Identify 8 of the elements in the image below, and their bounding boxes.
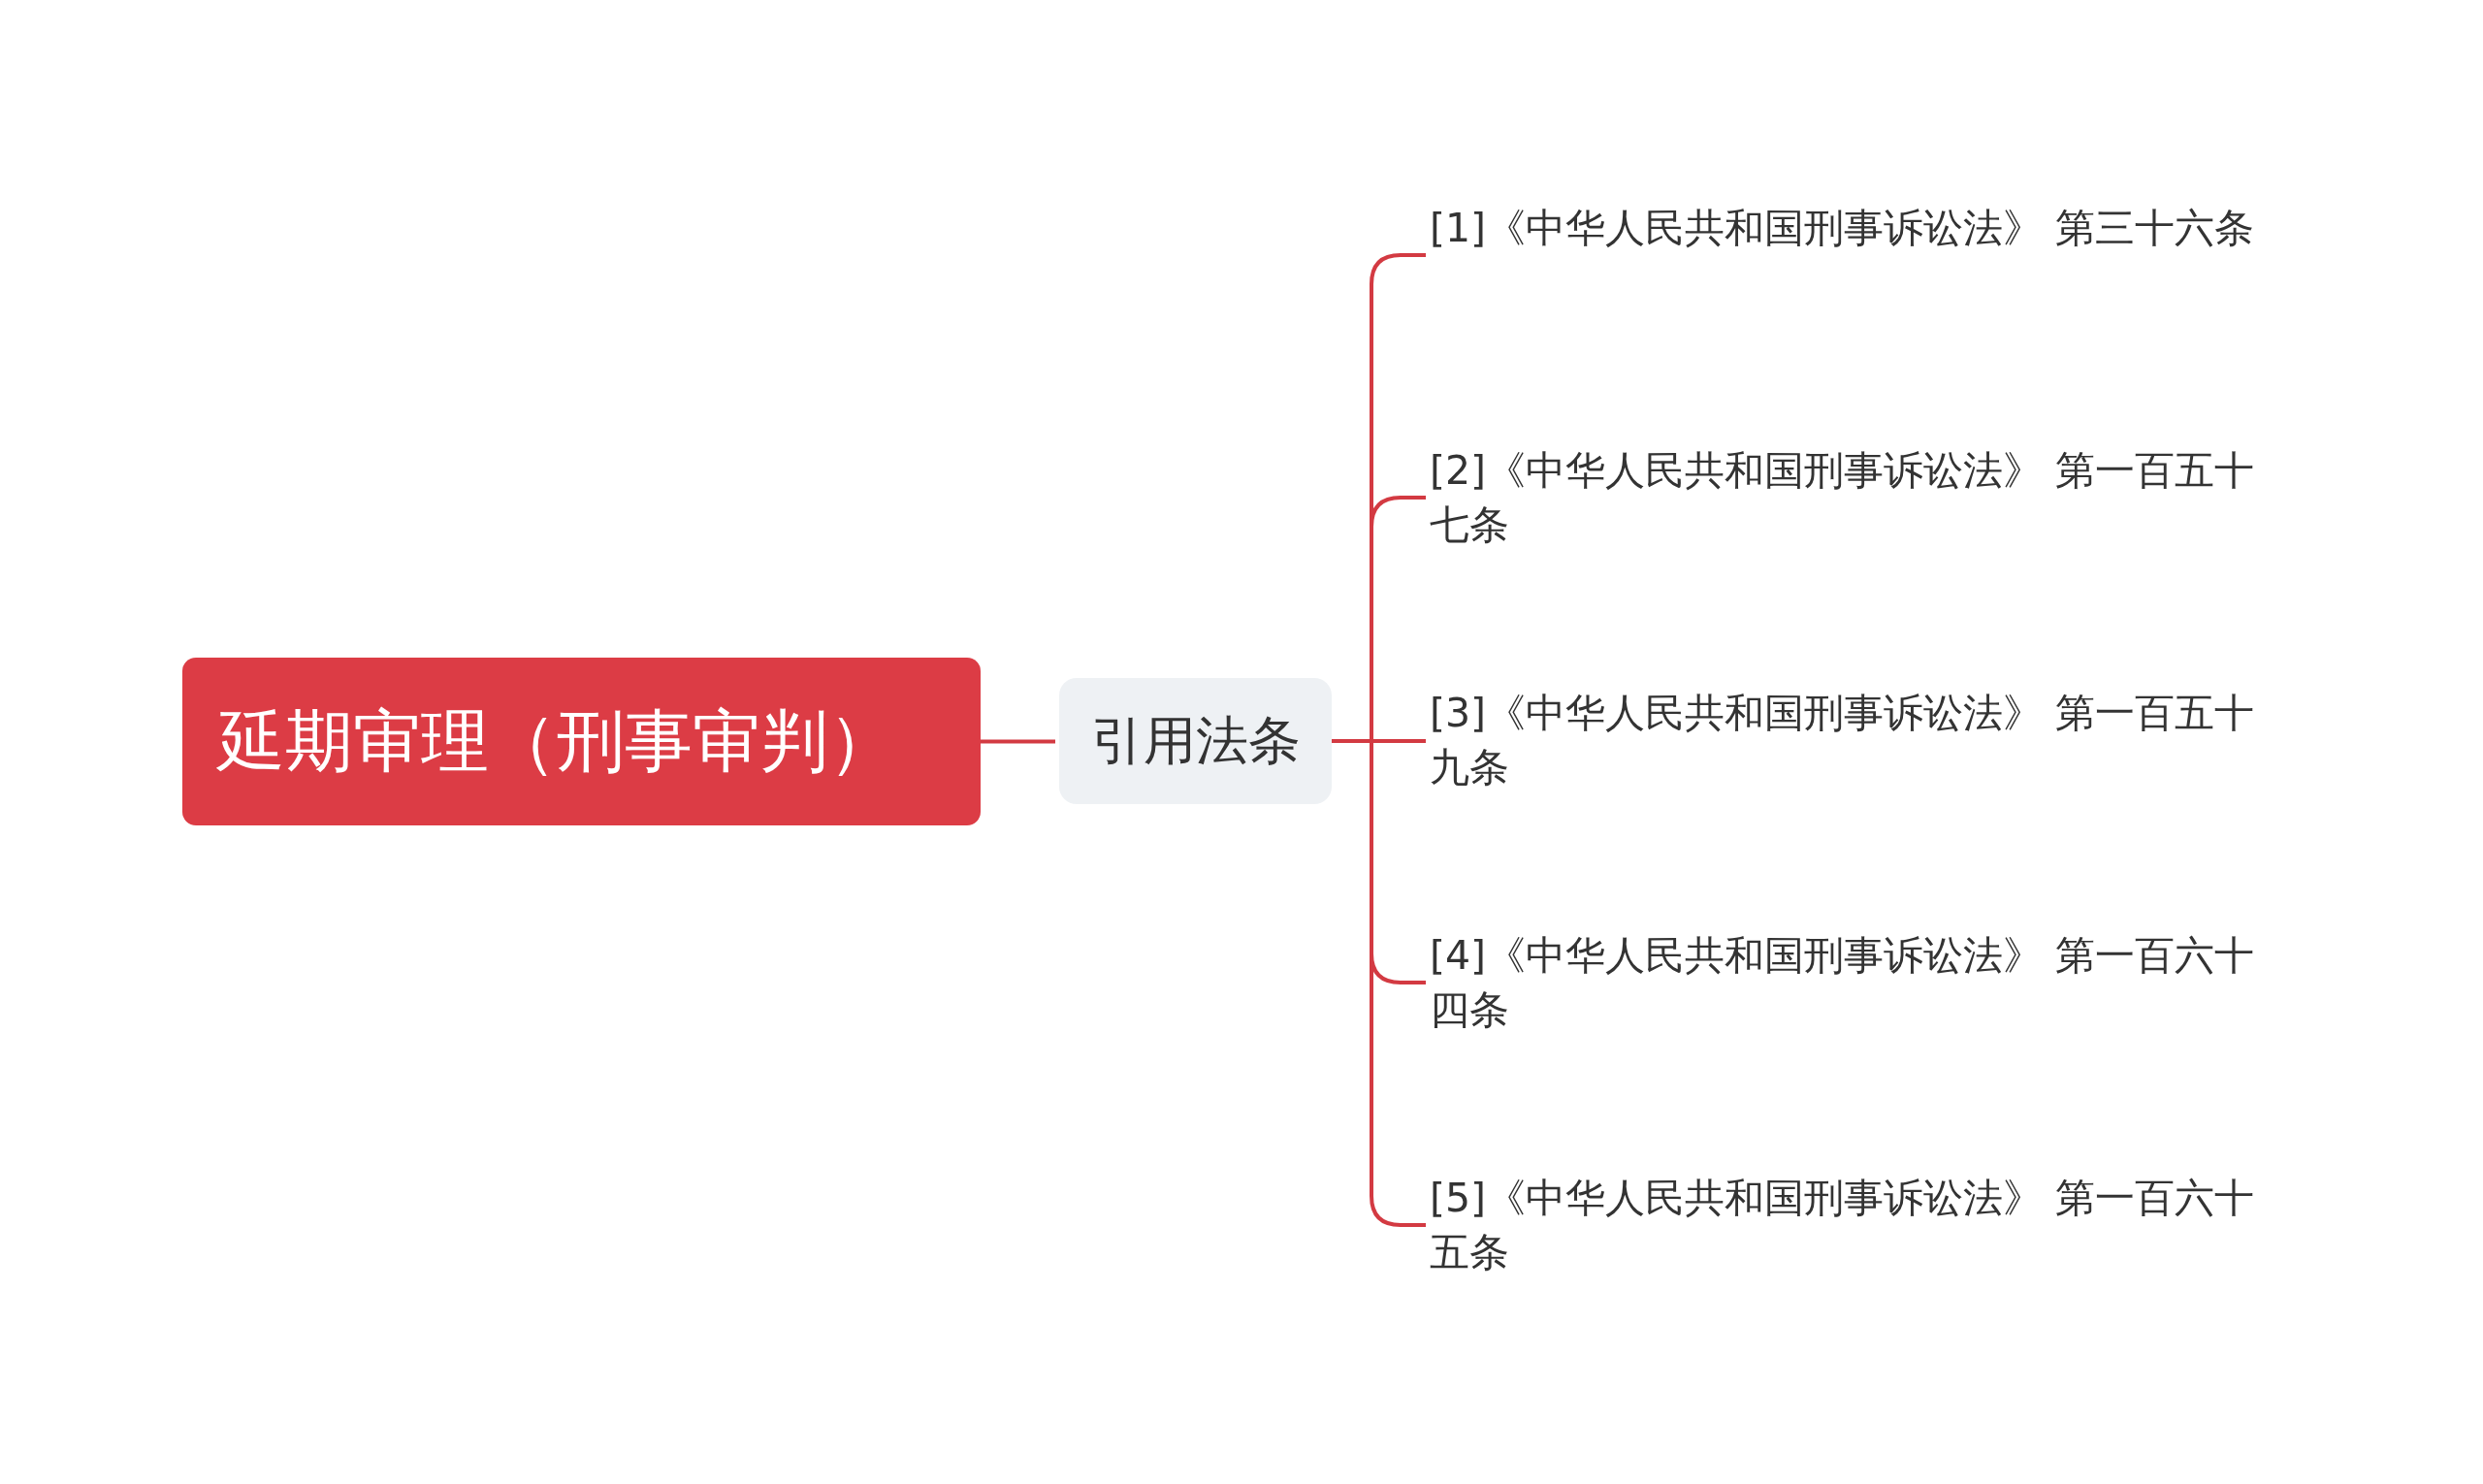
topic-box: 延期审理（刑事审判） [182, 658, 981, 825]
branch-text: [2]《中华人民共和国刑事诉讼法》 第一百五十七条 [1430, 443, 2293, 552]
branch-text: [5]《中华人民共和国刑事诉讼法》 第一百六十五条 [1430, 1171, 2293, 1279]
branch-text: [3]《中华人民共和国刑事诉讼法》 第一百五十九条 [1430, 686, 2293, 794]
connector-line [981, 739, 1055, 744]
branch-text: [1]《中华人民共和国刑事诉讼法》 第三十六条 [1430, 201, 2293, 309]
branch-text: [4]《中华人民共和国刑事诉讼法》 第一百六十四条 [1430, 928, 2293, 1037]
subtopic-box: 引用法条 [1059, 678, 1332, 804]
